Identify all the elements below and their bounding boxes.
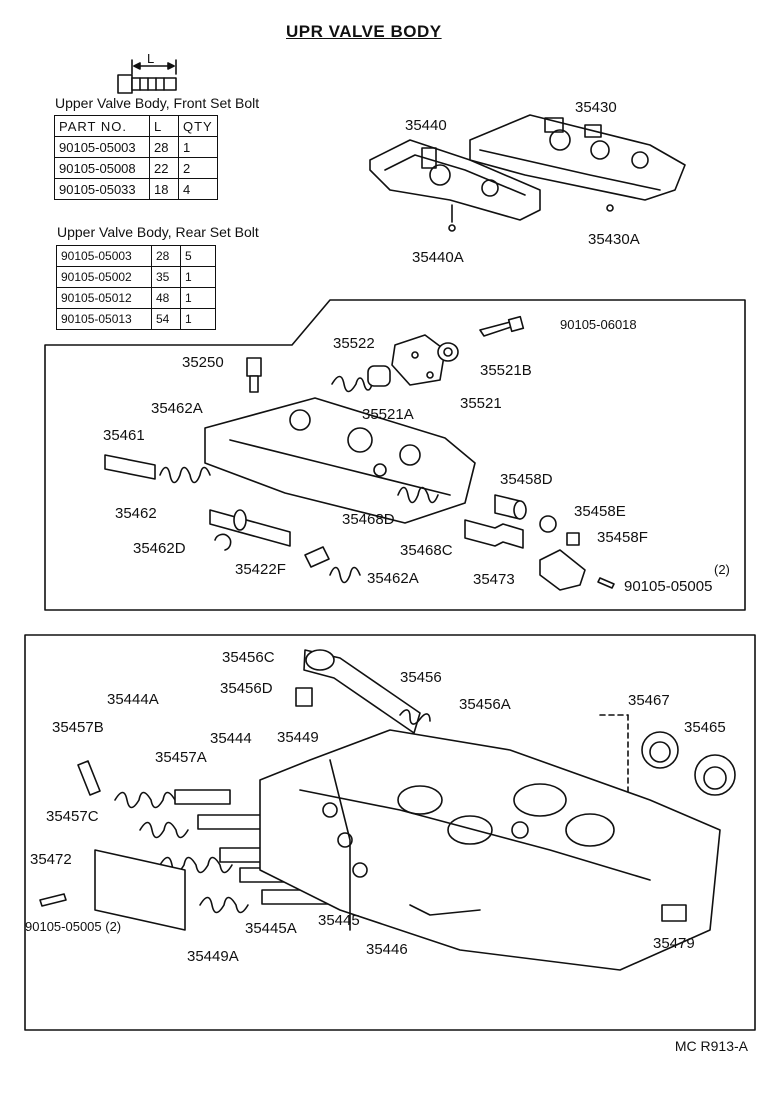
part-callout: 90105-05005 bbox=[624, 578, 713, 595]
table-row: 90105-05033 18 4 bbox=[54, 178, 218, 200]
part-callout: 35465 bbox=[684, 719, 726, 736]
cell-part-no: 90105-05008 bbox=[54, 157, 150, 179]
part-callout: 35422F bbox=[235, 561, 286, 578]
cell-qty: 1 bbox=[180, 266, 216, 288]
part-callout: 35468C bbox=[400, 542, 453, 559]
part-callout: 35444 bbox=[210, 730, 252, 747]
cell-qty: 1 bbox=[180, 308, 216, 330]
front-bolt-table-caption: Upper Valve Body, Front Set Bolt bbox=[55, 95, 260, 111]
part-callout: 35522 bbox=[333, 335, 375, 352]
cell-part-no: 90105-05003 bbox=[54, 136, 150, 158]
part-callout: 35462 bbox=[115, 505, 157, 522]
part-callout: 35430A bbox=[588, 231, 640, 248]
cell-qty: 4 bbox=[178, 178, 218, 200]
table-row: 90105-05013 54 1 bbox=[56, 308, 216, 330]
header-part-no: PART NO. bbox=[54, 115, 150, 137]
part-callout: 35449 bbox=[277, 729, 319, 746]
middle-panel-parts bbox=[104, 315, 615, 591]
rear-bolt-table-caption: Upper Valve Body, Rear Set Bolt bbox=[57, 224, 259, 240]
cell-length: 28 bbox=[151, 245, 181, 267]
cell-length: 54 bbox=[151, 308, 181, 330]
part-callout: 35449A bbox=[187, 948, 239, 965]
part-callout: 35457B bbox=[52, 719, 104, 736]
part-callout: 35456C bbox=[222, 649, 275, 666]
part-callout: 35456A bbox=[459, 696, 511, 713]
cell-qty: 1 bbox=[178, 136, 218, 158]
cell-part-no: 90105-05013 bbox=[56, 308, 152, 330]
bolt-length-label: L bbox=[147, 51, 155, 66]
table-row: 90105-05002 35 1 bbox=[56, 266, 216, 288]
lower-panel-parts bbox=[39, 649, 736, 971]
part-callout: 35462D bbox=[133, 540, 186, 557]
part-callout: 35521 bbox=[460, 395, 502, 412]
part-callout: 35445A bbox=[245, 920, 297, 937]
part-callout: 90105-06018 bbox=[560, 317, 637, 332]
table-row: 90105-05008 22 2 bbox=[54, 157, 218, 179]
part-callout: 35473 bbox=[473, 571, 515, 588]
part-callout: 35467 bbox=[628, 692, 670, 709]
cell-part-no: 90105-05033 bbox=[54, 178, 150, 200]
header-qty: QTY bbox=[178, 115, 218, 137]
table-header-row: PART NO. L QTY bbox=[54, 115, 218, 137]
part-callout: 35440A bbox=[412, 249, 464, 266]
cell-length: 48 bbox=[151, 287, 181, 309]
upper-valve-body-assemblies bbox=[369, 114, 686, 232]
part-callout: 35479 bbox=[653, 935, 695, 952]
part-callout: 35458F bbox=[597, 529, 648, 546]
cell-length: 28 bbox=[149, 136, 179, 158]
cell-length: 18 bbox=[149, 178, 179, 200]
part-callout: 35445 bbox=[318, 912, 360, 929]
part-callout: 35468D bbox=[342, 511, 395, 528]
part-callout: 35458D bbox=[500, 471, 553, 488]
quantity-note: (2) bbox=[714, 562, 730, 577]
header-length: L bbox=[149, 115, 179, 137]
cell-part-no: 90105-05002 bbox=[56, 266, 152, 288]
table-row: 90105-05003 28 1 bbox=[54, 136, 218, 158]
part-callout: 35462A bbox=[367, 570, 419, 587]
part-callout: 35430 bbox=[575, 99, 617, 116]
cell-qty: 1 bbox=[180, 287, 216, 309]
part-callout: 35457A bbox=[155, 749, 207, 766]
cell-length: 22 bbox=[149, 157, 179, 179]
part-callout: 90105-05005 (2) bbox=[25, 919, 122, 934]
cell-length: 35 bbox=[151, 266, 181, 288]
part-callout: 35521A bbox=[362, 406, 414, 423]
rear-bolt-table: 90105-05003 28 5 90105-05002 35 1 90105-… bbox=[56, 245, 216, 330]
lower-panel-frame bbox=[24, 634, 756, 1031]
middle-panel-frame bbox=[44, 299, 746, 611]
cell-qty: 5 bbox=[180, 245, 216, 267]
part-callout: 35444A bbox=[107, 691, 159, 708]
part-callout: 35521B bbox=[480, 362, 532, 379]
part-callout: 35461 bbox=[103, 427, 145, 444]
bolt-dimension-icon bbox=[117, 59, 177, 94]
part-callout: 35457C bbox=[46, 808, 99, 825]
cell-part-no: 90105-05003 bbox=[56, 245, 152, 267]
cell-qty: 2 bbox=[178, 157, 218, 179]
part-callout: 35458E bbox=[574, 503, 626, 520]
part-callout: 35472 bbox=[30, 851, 72, 868]
diagram-reference-code: MC R913-A bbox=[674, 1038, 748, 1054]
part-callout: 35462A bbox=[151, 400, 203, 417]
part-callout: 35250 bbox=[182, 354, 224, 371]
table-row: 90105-05003 28 5 bbox=[56, 245, 216, 267]
front-bolt-table: PART NO. L QTY 90105-05003 28 1 90105-05… bbox=[54, 115, 218, 200]
part-callout: 35446 bbox=[366, 941, 408, 958]
part-callout: 35456 bbox=[400, 669, 442, 686]
diagram-title: UPR VALVE BODY bbox=[286, 22, 442, 41]
cell-part-no: 90105-05012 bbox=[56, 287, 152, 309]
part-callout: 35440 bbox=[405, 117, 447, 134]
table-row: 90105-05012 48 1 bbox=[56, 287, 216, 309]
part-callout: 35456D bbox=[220, 680, 273, 697]
